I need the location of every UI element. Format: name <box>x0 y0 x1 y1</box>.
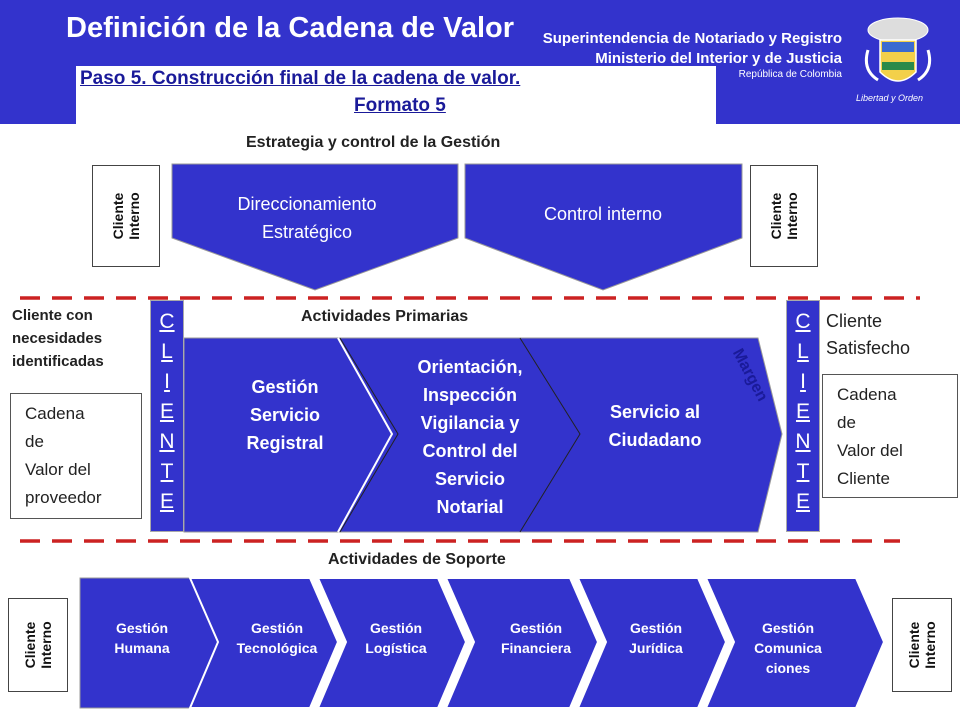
cliente-letter: T <box>160 460 174 483</box>
cliente-letter: N <box>159 430 175 453</box>
primary-heading: Actividades Primarias <box>301 308 469 325</box>
margin-label: Margen <box>728 346 771 405</box>
cliente-letter: I <box>164 370 170 393</box>
primary-activity-citizen-service: Servicio al Ciudadano <box>608 402 702 450</box>
subtitle: Paso 5. Construcción final de la cadena … <box>80 68 521 89</box>
cliente-letter: I <box>800 370 806 393</box>
support-activity-legal: Gestión Jurídica <box>629 620 683 656</box>
internal-client-label-top-right: Cliente Interno <box>750 165 818 267</box>
motto-text: Libertad y Orden <box>856 93 924 103</box>
cliente-letter: T <box>796 460 810 483</box>
strategy-direction-text: Direccionamiento Estratégico <box>237 194 377 242</box>
internal-client-label-top-left: Cliente Interno <box>92 165 160 267</box>
provider-value-chain-box: Cadena de Valor del proveedor <box>10 393 142 519</box>
support-activity-communications: Gestión Comunica ciones <box>754 620 822 676</box>
page-title: Definición de la Cadena de Valor <box>66 12 515 44</box>
strategy-control-text: Control interno <box>543 204 663 224</box>
client-needs-label: Cliente con necesidades identificadas <box>12 307 104 370</box>
support-activity-logistics: Gestión Logística <box>365 620 427 656</box>
country-name: República de Colombia <box>738 69 842 80</box>
cliente-letter: E <box>795 490 810 513</box>
support-activity-technology: Gestión Tecnológica <box>236 620 318 656</box>
cliente-letter: N <box>795 430 811 453</box>
primary-activity-notarial: Orientación, Inspección Vigilancia y Con… <box>417 357 523 517</box>
internal-client-label-bottom-left: Cliente Interno <box>8 598 68 692</box>
cliente-column-right: C L I E N T E <box>786 300 820 532</box>
cliente-letter: E <box>159 490 174 513</box>
cliente-letter: E <box>159 400 174 423</box>
internal-client-label-bottom-right: Cliente Interno <box>892 598 952 692</box>
strategy-heading: Estrategia y control de la Gestión <box>246 134 501 151</box>
support-activity-finance: Gestión Financiera <box>500 620 572 656</box>
cliente-column-left: C L I E N T E <box>150 300 184 532</box>
format-label: Formato 5 <box>354 95 446 116</box>
client-value-chain-box: Cadena de Valor del Cliente <box>822 374 958 498</box>
cliente-letter: C <box>159 310 175 333</box>
ministry-name: Ministerio del Interior y de Justicia <box>595 50 842 67</box>
cliente-letter: E <box>795 400 810 423</box>
client-satisfied-label: Cliente Satisfecho <box>826 311 911 358</box>
org-name: Superintendencia de Notariado y Registro <box>542 30 842 47</box>
support-activity-human: Gestión Humana <box>114 620 170 656</box>
support-heading: Actividades de Soporte <box>328 551 506 568</box>
cliente-letter: L <box>797 340 809 363</box>
strategy-control-shape <box>464 163 743 291</box>
cliente-letter: L <box>161 340 173 363</box>
cliente-letter: C <box>795 310 811 333</box>
subtitle-panel <box>76 66 716 126</box>
coat-of-arms-icon <box>864 17 932 82</box>
primary-activity-registral: Gestión Servicio Registral <box>246 377 324 453</box>
